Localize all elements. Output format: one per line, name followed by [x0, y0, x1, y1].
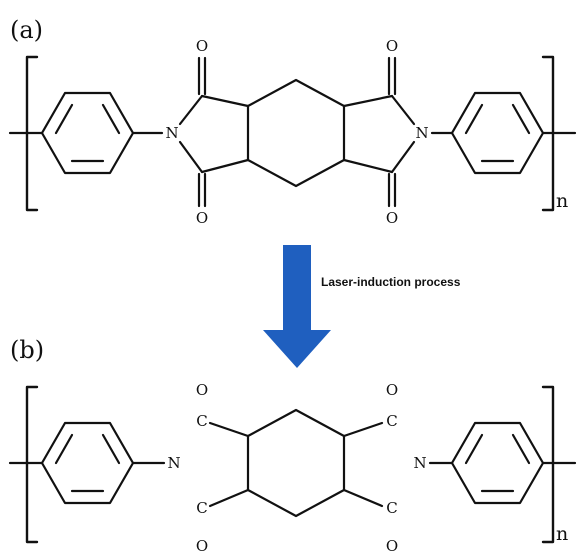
panel-b-carbon-top-right: C	[386, 412, 397, 430]
panel-a-left-imide-bond	[178, 140, 204, 174]
process-label: Laser-induction process	[321, 275, 461, 289]
panel-a-right-phenyl-double-bond	[464, 103, 484, 135]
panel-b-right-bracket	[541, 385, 555, 544]
panel-b-carbon-bond	[208, 421, 250, 438]
panel-b-carbon-bottom-left: C	[196, 499, 207, 517]
panel-b-right-phenyl-double-bond	[464, 433, 484, 465]
panel-b-carbon-bond	[342, 421, 384, 438]
panel-a-oxygen-top-right: O	[386, 37, 398, 55]
panel-a-right-imide-bond	[342, 158, 394, 174]
process-step: Laser-induction process	[263, 245, 461, 368]
panel-b-oxygen-bottom-right: O	[386, 537, 398, 555]
panel-b-carbon-bottom-right: C	[386, 499, 397, 517]
panel-a-oxygen-bottom-left: O	[196, 209, 208, 227]
panel-a-left-imide-bond	[200, 158, 250, 174]
panel-a-structure: (a) n N O O O O N	[8, 16, 577, 227]
panel-a-right-phenyl-double-bond	[511, 103, 531, 135]
down-arrow-icon	[263, 245, 331, 368]
panel-a-oxygen-bottom-right: O	[386, 209, 398, 227]
panel-b-carbon-bond	[208, 488, 250, 508]
panel-b-carbon-bond	[342, 488, 384, 508]
panel-b-structure: (b) n N O C C O C O C O N	[8, 336, 577, 555]
panel-a-left-imide-bond	[178, 94, 204, 126]
panel-a-left-phenyl-double-bond	[101, 103, 121, 135]
panel-a-oxygen-top-left: O	[196, 37, 208, 55]
panel-a-left-imide-bond	[200, 94, 250, 108]
panel-b-left-phenyl-double-bond	[101, 433, 121, 465]
panel-b-oxygen-bottom-left: O	[196, 537, 208, 555]
panel-b-right-phenyl-double-bond	[511, 433, 531, 465]
panel-b-repeat-subscript: n	[556, 523, 568, 545]
panel-a-right-imide-bond	[390, 94, 416, 126]
panel-a-label: (a)	[10, 16, 43, 44]
panel-a-repeat-subscript: n	[556, 190, 568, 212]
panel-b-left-nitrogen: N	[167, 454, 180, 472]
panel-a-left-phenyl-double-bond	[54, 103, 74, 135]
panel-a-right-imide-bond	[342, 94, 394, 108]
panel-b-left-bracket	[25, 385, 39, 544]
panel-b-carbon-top-left: C	[196, 412, 207, 430]
panel-a-right-nitrogen: N	[415, 124, 428, 142]
panel-b-label: (b)	[10, 336, 44, 364]
panel-b-central-ring	[246, 408, 346, 518]
panel-a-central-ring	[246, 78, 346, 188]
panel-b-oxygen-top-right: O	[386, 381, 398, 399]
panel-b-left-phenyl-double-bond	[54, 433, 74, 465]
panel-b-oxygen-top-left: O	[196, 381, 208, 399]
panel-b-right-nitrogen: N	[413, 454, 426, 472]
panel-a-left-nitrogen: N	[165, 124, 178, 142]
panel-a-right-imide-bond	[390, 140, 416, 174]
